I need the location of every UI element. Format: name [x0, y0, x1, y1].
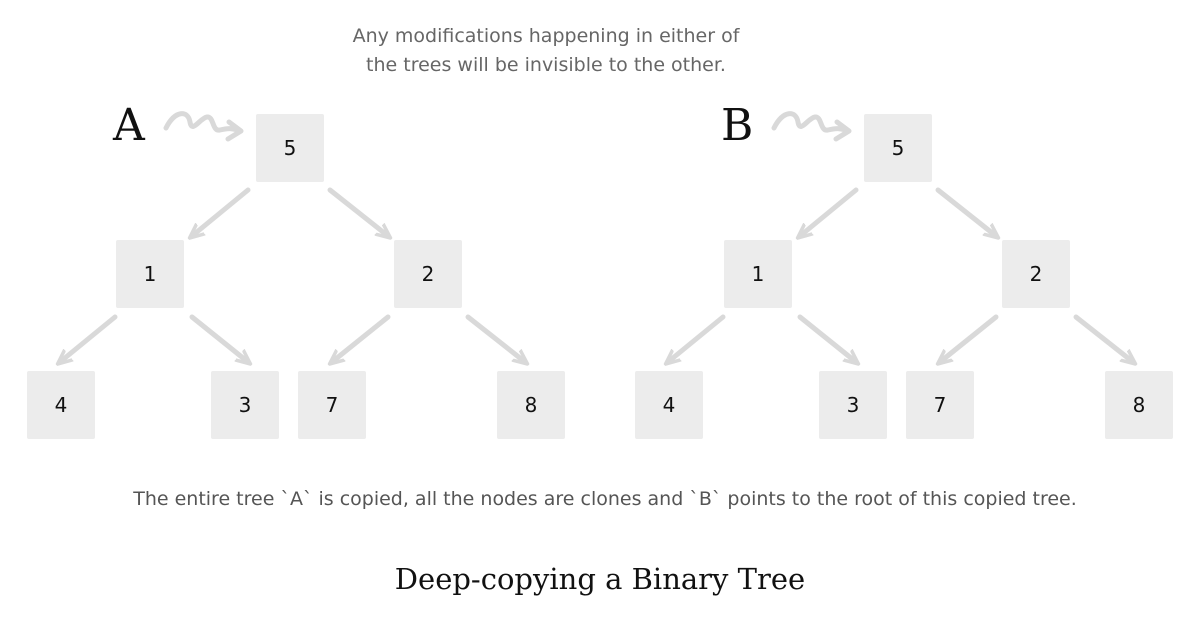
edge-b-right-rightright [1073, 314, 1133, 362]
edge-a-left-leftleft [60, 314, 118, 362]
pointer-a-arrowhead [225, 119, 244, 142]
note-text: Any modifications happening in either of… [0, 22, 1092, 80]
tree-a-node-right: 2 [394, 240, 462, 308]
tree-b-node-left-right: 3 [819, 371, 887, 439]
tree-b-node-left: 1 [724, 240, 792, 308]
tree-a-node-root: 5 [256, 114, 324, 182]
tree-b-label: B [721, 100, 754, 151]
tree-b-node-right-right: 8 [1105, 371, 1173, 439]
pointer-a-squiggle [163, 111, 243, 134]
edge-b-root-right [935, 187, 996, 236]
edge-a-right-rightleft [332, 314, 391, 362]
note-line-1: Any modifications happening in either of [352, 25, 740, 47]
tree-a-node-right-right: 8 [497, 371, 565, 439]
pointer-b-arrowhead [833, 119, 852, 142]
edge-a-left-leftright [189, 314, 248, 362]
tree-b-node-right-left: 7 [906, 371, 974, 439]
edge-b-root-left [800, 187, 859, 236]
edge-b-right-rightleft [940, 314, 999, 362]
tree-b-node-left-left: 4 [635, 371, 703, 439]
caption: The entire tree `A` is copied, all the n… [133, 488, 1077, 510]
edge-a-root-left [192, 187, 251, 236]
pointer-b-squiggle [771, 111, 851, 134]
tree-a-node-left-left: 4 [27, 371, 95, 439]
edge-a-right-rightright [465, 314, 525, 362]
edge-b-left-leftleft [668, 314, 726, 362]
edge-b-left-leftright [797, 314, 856, 362]
note-line-2: the trees will be invisible to the other… [366, 54, 726, 76]
tree-a-node-right-left: 7 [298, 371, 366, 439]
tree-a-label: A [113, 100, 145, 151]
edge-a-root-right [327, 187, 388, 236]
tree-a-node-left: 1 [116, 240, 184, 308]
diagram-title: Deep-copying a Binary Tree [394, 562, 806, 596]
tree-a-node-left-right: 3 [211, 371, 279, 439]
tree-b-node-right: 2 [1002, 240, 1070, 308]
tree-b-node-root: 5 [864, 114, 932, 182]
